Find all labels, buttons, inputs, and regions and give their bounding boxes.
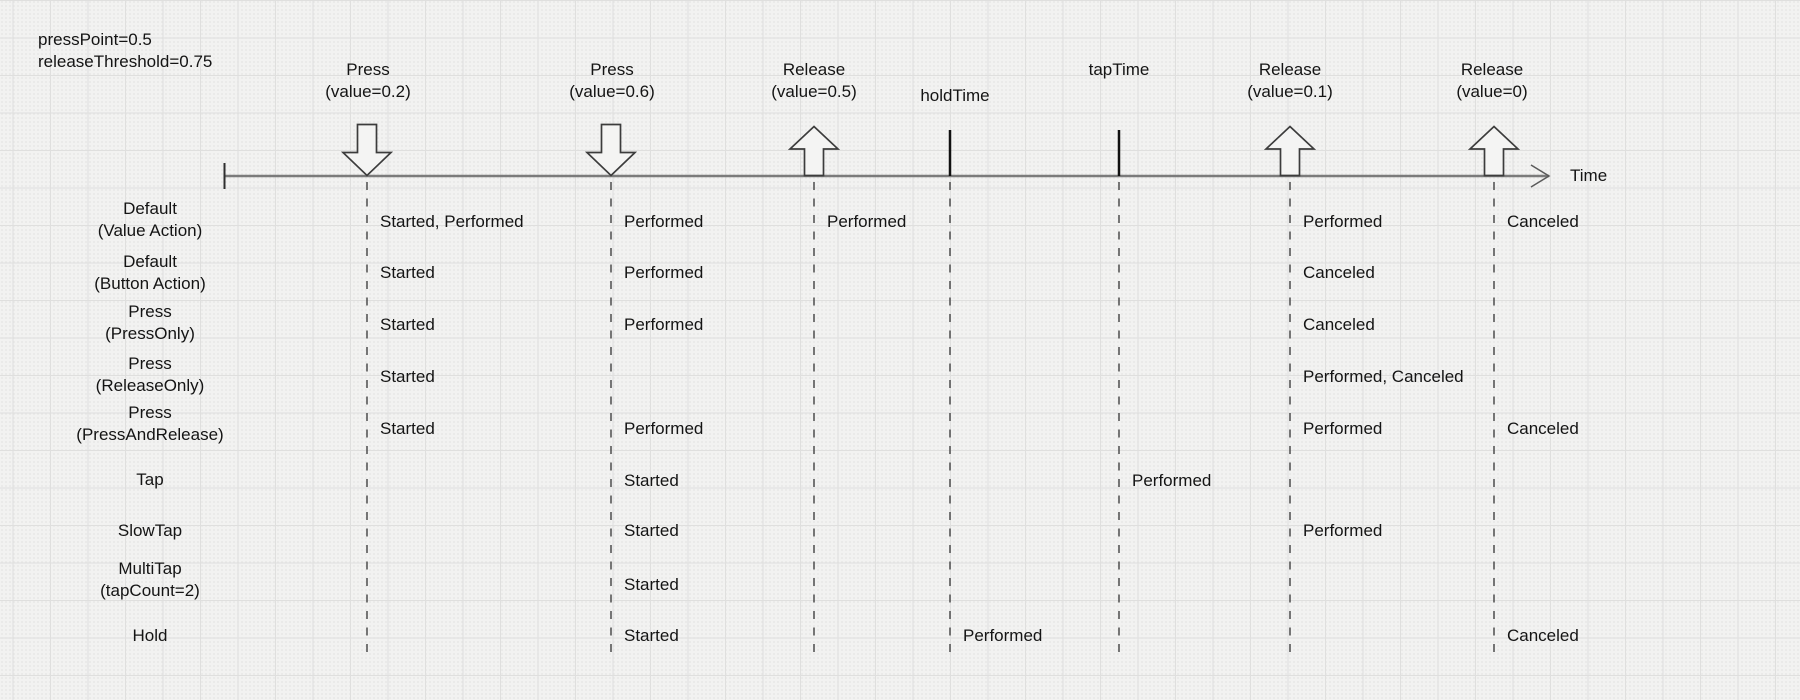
row-label-press-pressonly: Press (PressOnly) (105, 302, 195, 343)
event-header-release05: Release (value=0.5) (771, 60, 857, 101)
cell-r9-holdtime: Performed (963, 626, 1043, 645)
press-point-value: pressPoint=0.5 (38, 30, 152, 49)
cell-r9-press2: Started (624, 626, 679, 645)
cell-r2-release01: Canceled (1303, 263, 1375, 282)
event-header-release0: Release (value=0) (1456, 60, 1528, 101)
press2-down-arrow-icon (584, 123, 638, 177)
cell-r3-press2: Performed (624, 315, 704, 334)
event-header-press1: Press (value=0.2) (325, 60, 411, 101)
cell-r5-press1: Started (380, 419, 435, 438)
row-label-multitap: MultiTap (tapCount=2) (100, 559, 200, 600)
cell-r1-press2: Performed (624, 212, 704, 231)
row-label-press-releaseonly: Press (ReleaseOnly) (95, 354, 205, 395)
cell-r1-release01: Performed (1303, 212, 1383, 231)
cell-r1-release0: Canceled (1507, 212, 1579, 231)
event-header-holdtime: holdTime (920, 86, 990, 105)
cell-r9-release0: Canceled (1507, 626, 1579, 645)
cell-r3-release01: Canceled (1303, 315, 1375, 334)
cell-r6-taptime: Performed (1132, 471, 1212, 490)
cell-r3-press1: Started (380, 315, 435, 334)
time-axis-label: Time (1570, 166, 1608, 185)
cell-r7-press2: Started (624, 521, 679, 540)
row-label-default-value-action: Default (Value Action) (97, 199, 203, 240)
parameters-note: pressPoint=0.5 releaseThreshold=0.75 (38, 29, 212, 73)
time-axis-arrowhead-icon (1530, 164, 1551, 188)
row-label-slowtap: SlowTap (117, 521, 183, 540)
event-header-press2: Press (value=0.6) (569, 60, 655, 101)
row-label-press-pressandrelease: Press (PressAndRelease) (76, 403, 224, 444)
cell-r6-press2: Started (624, 471, 679, 490)
cell-r7-release01: Performed (1303, 521, 1383, 540)
cell-r2-press2: Performed (624, 263, 704, 282)
event-header-release01: Release (value=0.1) (1247, 60, 1333, 101)
release-threshold-value: releaseThreshold=0.75 (38, 52, 213, 71)
press1-down-arrow-icon (340, 123, 394, 177)
release05-up-arrow-icon (787, 125, 841, 177)
cell-r5-release01: Performed (1303, 419, 1383, 438)
row-label-default-button-action: Default (Button Action) (94, 252, 206, 293)
row-label-hold: Hold (132, 626, 168, 645)
cell-r2-press1: Started (380, 263, 435, 282)
cell-r4-release01: Performed, Canceled (1303, 367, 1464, 386)
event-header-taptime: tapTime (1088, 60, 1150, 79)
cell-r1-press1: Started, Performed (380, 212, 524, 231)
cell-r1-release05: Performed (827, 212, 907, 231)
cell-r5-press2: Performed (624, 419, 704, 438)
row-label-tap: Tap (136, 470, 164, 489)
cell-r5-release0: Canceled (1507, 419, 1579, 438)
release0-up-arrow-icon (1467, 125, 1521, 177)
release01-up-arrow-icon (1263, 125, 1317, 177)
cell-r4-press1: Started (380, 367, 435, 386)
cell-r8-press2: Started (624, 575, 679, 594)
